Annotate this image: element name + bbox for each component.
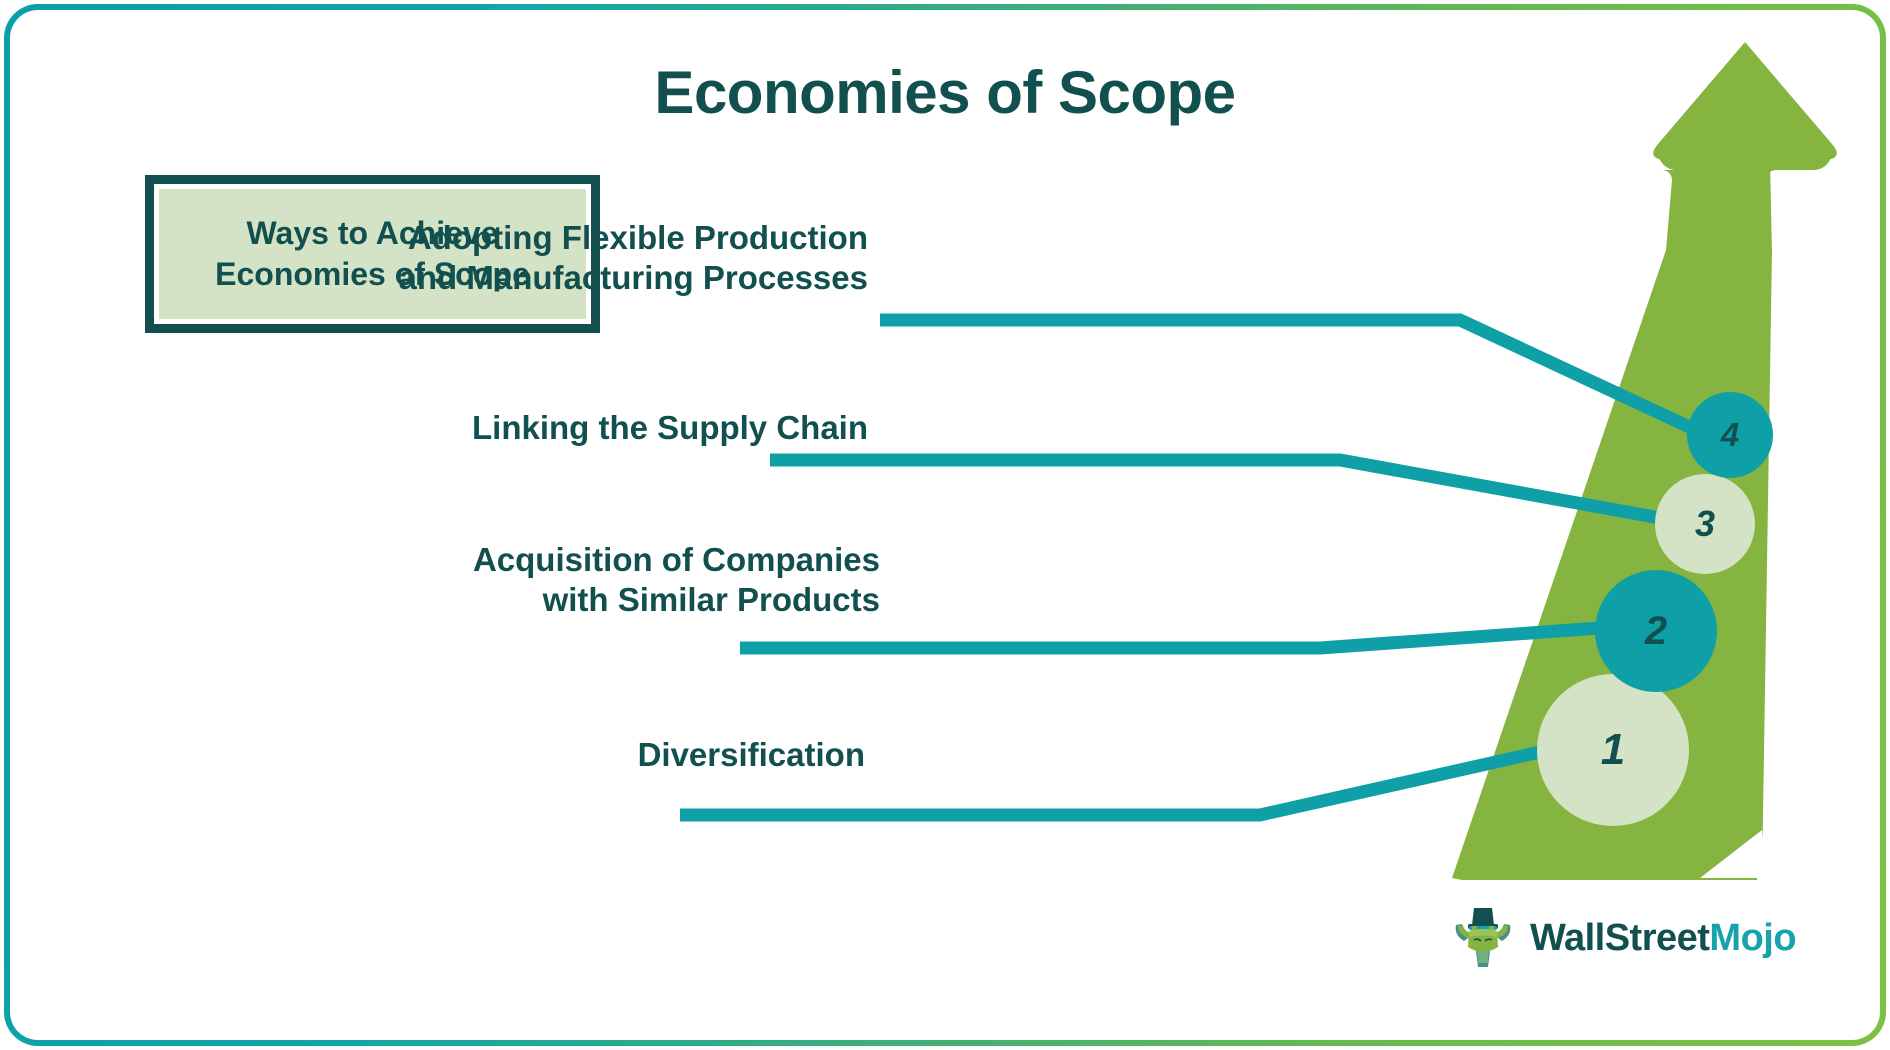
logo-text-secondary: Mojo bbox=[1709, 916, 1797, 959]
step-number-4: 4 bbox=[1687, 392, 1773, 478]
connector-line-2 bbox=[740, 621, 1601, 655]
step-number-2: 2 bbox=[1595, 570, 1717, 692]
connector-line-3 bbox=[770, 453, 1662, 525]
step-label-1: Diversification bbox=[637, 736, 865, 773]
logo-wordmark: WallStreetMojo bbox=[1530, 916, 1797, 960]
caption-box-inner: Ways to Achieve Economies of Scope bbox=[159, 189, 586, 319]
caption-box: Ways to Achieve Economies of Scope bbox=[145, 175, 600, 333]
step-number-1: 1 bbox=[1537, 674, 1689, 826]
step-label-2: Acquisition of Companies with Similar Pr… bbox=[472, 541, 880, 619]
connector-line-4 bbox=[880, 313, 1703, 438]
step-label-4: Adopting Flexible Production and Manufac… bbox=[398, 219, 868, 297]
wallstreetmojo-logo: WallStreetMojo bbox=[1452, 905, 1797, 971]
bull-with-tophat-icon bbox=[1455, 908, 1511, 967]
page-title: Economies of Scope bbox=[654, 59, 1236, 126]
caption-text: Ways to Achieve Economies of Scope bbox=[215, 215, 530, 292]
logo-text-primary: WallStreet bbox=[1530, 916, 1710, 959]
step-number-3: 3 bbox=[1655, 474, 1755, 574]
step-label-3: Linking the Supply Chain bbox=[472, 409, 868, 446]
